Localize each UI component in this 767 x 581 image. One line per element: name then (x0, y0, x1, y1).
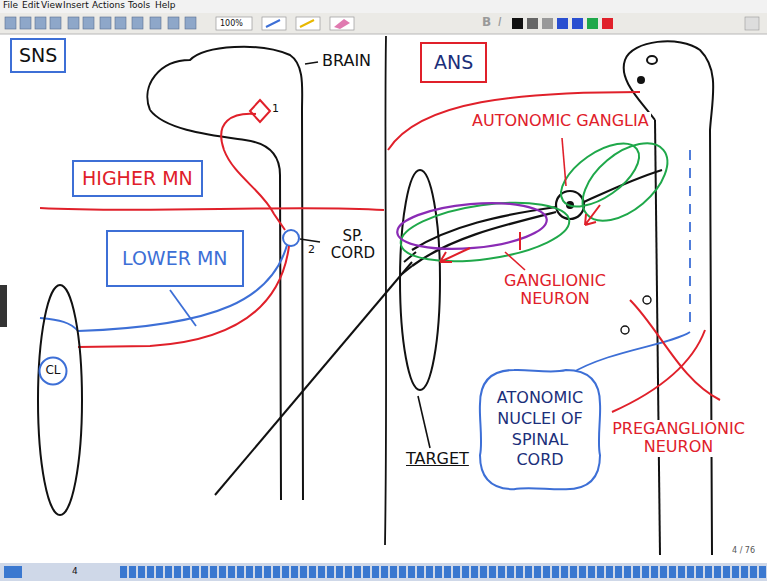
node-text: ATONOMIC NUCLEI OF SPINAL CORD (492, 388, 588, 471)
structure-label: TARGET (404, 450, 471, 468)
menu-item: Insert (63, 0, 89, 10)
node-text: ANS (434, 50, 473, 75)
title-box: ANS (420, 42, 487, 83)
callout-circle: CL (38, 356, 68, 386)
zoom-value: 100% (220, 19, 243, 28)
page-number: 4 / 76 (732, 546, 755, 555)
page-number: 4 (72, 566, 78, 576)
structure-label: BRAIN (320, 52, 373, 70)
node-text: SNS (19, 43, 57, 68)
menu-item: Help (155, 0, 176, 10)
label-box: HIGHER MN (72, 160, 203, 197)
cloud-outline: ATONOMIC NUCLEI OF SPINAL CORD (478, 368, 602, 491)
callout-number: 2 (306, 244, 317, 257)
toolbar-button: I (498, 16, 502, 30)
title-box: SNS (10, 38, 66, 73)
menu-item: View (41, 0, 62, 10)
toolbar-button: B (482, 16, 491, 30)
structure-label: GANGLIONIC NEURON (488, 272, 622, 309)
menu-item: Tools (128, 0, 150, 10)
callout-number: 1 (272, 103, 279, 116)
node-text: HIGHER MN (82, 166, 193, 191)
structure-label: SP. CORD (322, 228, 384, 263)
node-text: CL (45, 363, 60, 379)
label-box: LOWER MN (106, 230, 244, 287)
menu-item: Edit (22, 0, 39, 10)
menu-item: File (3, 0, 18, 10)
structure-label: AUTONOMIC GANGLIA (470, 112, 651, 130)
structure-label: PREGANGLIONIC NEURON (604, 420, 753, 457)
node-text: LOWER MN (122, 246, 228, 271)
menu-item: Actions (92, 0, 125, 10)
